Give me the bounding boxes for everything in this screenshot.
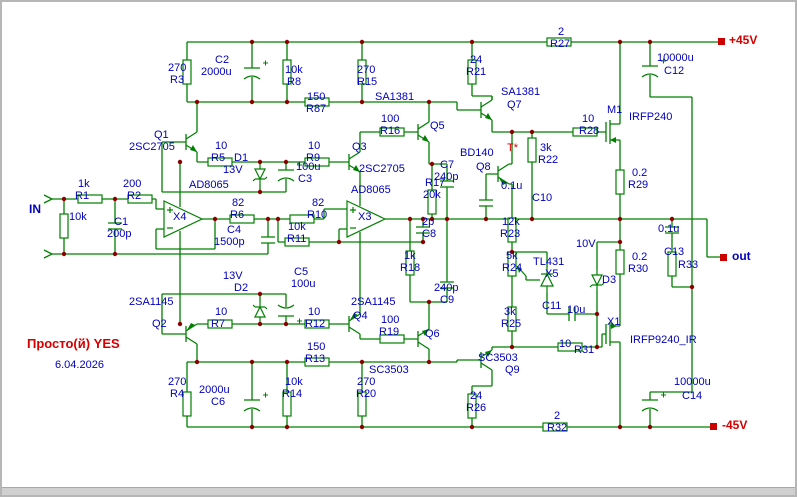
capacitor-C1 xyxy=(107,215,123,237)
capacitor-C6 xyxy=(243,391,269,417)
resistor-R1 xyxy=(77,194,103,204)
zener-D1 xyxy=(252,163,268,185)
trimmer-R24 xyxy=(507,251,527,277)
resistor-R10 xyxy=(289,214,315,224)
resistor-R6 xyxy=(229,214,255,224)
resistor-R18 xyxy=(405,250,415,276)
resistor-R32 xyxy=(542,422,568,432)
out-pad xyxy=(720,254,727,261)
resistor-R21 xyxy=(467,59,477,85)
resistor-R2 xyxy=(127,194,153,204)
transistor-Q6 xyxy=(405,328,430,350)
capacitor-C11 xyxy=(561,306,583,322)
capacitor-C8 xyxy=(415,219,431,241)
zener-D2 xyxy=(252,301,268,323)
resistor-R3 xyxy=(182,59,192,85)
transistor-Q2 xyxy=(173,322,198,345)
transistor-Q9 xyxy=(468,349,493,371)
resistor-R14 xyxy=(282,391,292,417)
window-bottom-edge xyxy=(2,487,795,495)
resistor-R30 xyxy=(615,249,625,275)
terminal-pads xyxy=(710,38,727,430)
capacitor-C4 xyxy=(260,229,276,251)
resistor-R13 xyxy=(304,357,330,367)
opamp-X3 xyxy=(346,200,386,238)
resistor-R4 xyxy=(182,391,192,417)
transistor-Q5 xyxy=(405,121,430,143)
mosfet-X1 xyxy=(605,321,621,347)
opamp-X4 xyxy=(163,200,203,238)
capacitor-C3 xyxy=(277,161,303,187)
transistor-Q8 xyxy=(485,163,510,186)
capacitor-C5 xyxy=(277,299,303,325)
resistor-R19 xyxy=(379,334,405,344)
transistor-Q1 xyxy=(173,131,198,153)
capacitor-C2 xyxy=(243,59,269,85)
shunt-reg-X5 xyxy=(540,267,554,293)
wires xyxy=(52,41,720,428)
resistor-R11 xyxy=(284,237,310,247)
resistor-R33 xyxy=(667,251,677,277)
capacitor-C14 xyxy=(641,391,667,417)
resistor-R31 xyxy=(557,342,583,352)
zener-D3 xyxy=(589,269,605,291)
vminus-pad xyxy=(710,423,717,430)
junction-dots xyxy=(61,39,695,430)
resistor-R12 xyxy=(304,319,330,329)
resistor-R17 xyxy=(427,189,437,215)
capacitor-C10 xyxy=(478,192,494,214)
resistor-R8 xyxy=(282,59,292,85)
resistor-R22 xyxy=(527,137,537,163)
transistor-Q7 xyxy=(468,99,493,121)
resistor-R16 xyxy=(379,127,405,137)
resistor-R15 xyxy=(357,59,367,85)
input-jack-top xyxy=(43,194,53,204)
resistor-R29 xyxy=(615,169,625,195)
transistor-Q4 xyxy=(336,312,361,335)
capacitor-C12 xyxy=(641,57,667,83)
resistor-input-10k xyxy=(59,213,69,239)
capacitor-C9 xyxy=(439,274,455,296)
input-jack-bottom xyxy=(43,249,53,259)
resistor-R9 xyxy=(304,157,330,167)
capacitor-C13 xyxy=(664,219,680,241)
resistor-R23 xyxy=(507,217,517,243)
capacitor-C7 xyxy=(439,173,455,195)
resistor-R87 xyxy=(304,97,330,107)
mosfet-M1 xyxy=(605,119,621,145)
resistor-R27 xyxy=(546,37,572,47)
resistor-R20 xyxy=(357,391,367,417)
vplus-pad xyxy=(718,38,725,45)
resistor-R5 xyxy=(207,157,233,167)
resistor-R7 xyxy=(207,319,233,329)
resistor-R28 xyxy=(572,127,598,137)
resistor-R25 xyxy=(507,306,517,332)
transistor-Q3 xyxy=(336,151,361,173)
resistor-R26 xyxy=(467,393,477,419)
